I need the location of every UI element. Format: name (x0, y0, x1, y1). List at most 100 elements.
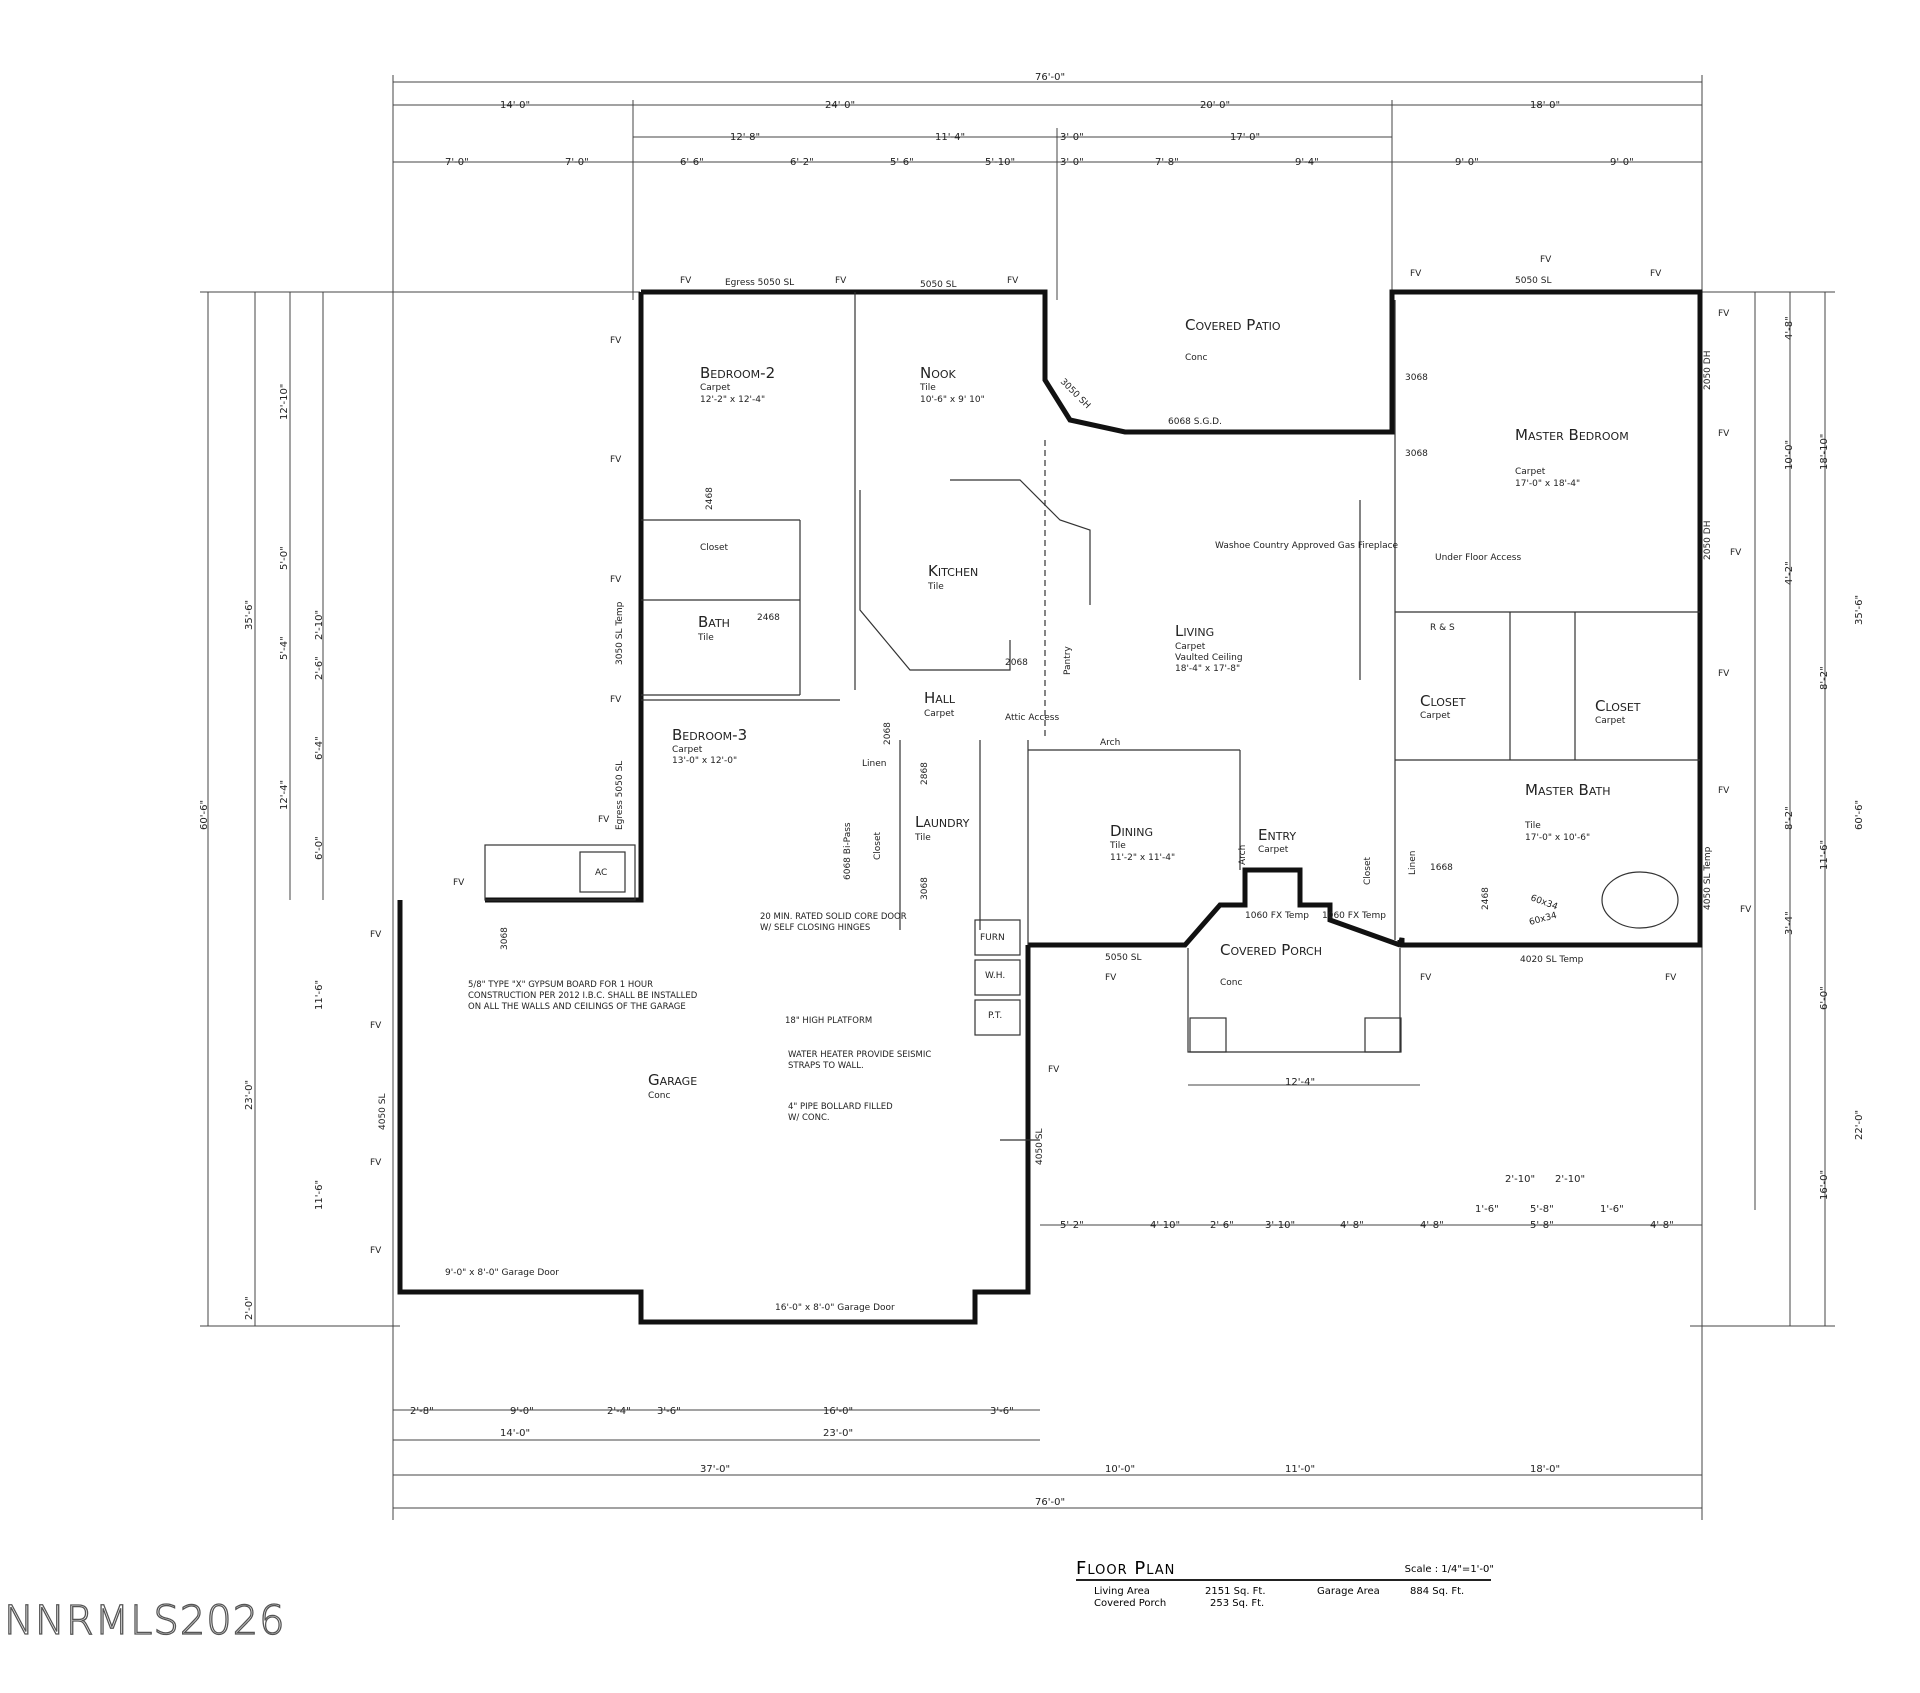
dim-text: 37'-0" (700, 1464, 730, 1475)
window-4050-right: 4050 SL (1035, 1129, 1045, 1166)
fv-label: FV (1650, 269, 1662, 279)
room-garage: Garage Conc (648, 1071, 697, 1101)
svg-text:Carpet: Carpet (672, 745, 703, 755)
fv-label: FV (1665, 973, 1677, 983)
svg-text:13'-0" x 12'-0": 13'-0" x 12'-0" (672, 756, 737, 766)
fv-label: FV (598, 815, 610, 825)
window-2050-dh-2: 2050 DH (1703, 521, 1713, 560)
room-covered-patio: Covered Patio Conc (1185, 316, 1281, 363)
dim-text: 6'-2" (790, 157, 814, 168)
dim-text: 16'-0" (823, 1406, 853, 1417)
dim-text: 2'-10" (314, 610, 325, 640)
svg-text:Tile: Tile (919, 383, 936, 393)
dim-text: 11'-4" (935, 132, 965, 143)
dim-text: 7'-8" (1155, 157, 1179, 168)
svg-text:Bath: Bath (698, 613, 730, 631)
dimension-text: 76'-0" 14'-0" 24'-0" 20'-0" 18'-0" 12'-8… (199, 72, 1865, 1508)
svg-text:12'-2" x 12'-4": 12'-2" x 12'-4" (700, 395, 765, 405)
svg-text:Tile: Tile (927, 582, 944, 592)
note-fire-door: 20 Min. Rated Solid Core Door w/ Self Cl… (760, 912, 907, 933)
fv-label: FV (1718, 669, 1730, 679)
svg-text:Carpet: Carpet (1175, 642, 1206, 652)
bipass-door-label: 6068 Bi-Pass (843, 822, 853, 880)
window-5050-nook: 5050 SL (920, 280, 957, 290)
rod-shelf-label: R & S (1430, 623, 1455, 633)
shower-label: 60x34 (1529, 893, 1559, 912)
dim-text: 18'-10" (1819, 434, 1830, 470)
fv-label: FV (1420, 973, 1432, 983)
garage-door-large: 16'-0" x 8'-0" Garage Door (775, 1303, 895, 1313)
dim-text: 9'-0" (510, 1406, 534, 1417)
dim-text: 5'-6" (890, 157, 914, 168)
svg-text:11'-2" x 11'-4": 11'-2" x 11'-4" (1110, 853, 1175, 863)
fv-label: FV (1740, 905, 1752, 915)
fv-label: FV (370, 1021, 382, 1031)
door-3068-master-2: 3068 (1405, 449, 1428, 459)
fv-label: FV (835, 276, 847, 286)
dim-text: 4'-2" (1784, 561, 1795, 585)
dim-text: 35'-6" (1854, 595, 1865, 625)
dim-text: 9'-0" (1455, 157, 1479, 168)
fixture-labels: Closet R & S Linen Linen Pantry Closet C… (370, 255, 1752, 1313)
dim-text: 2'-8" (410, 1406, 434, 1417)
dim-text: 60'-6" (199, 800, 210, 830)
dim-text: 3'-0" (1060, 132, 1084, 143)
garage-area-value: 884 Sq. Ft. (1410, 1586, 1465, 1597)
room-bath: Bath Tile (697, 613, 730, 643)
note-platform: 18" High Platform (785, 1016, 872, 1026)
furnace-label: FURN (980, 933, 1005, 943)
door-1668-linen: 1668 (1430, 863, 1453, 873)
dim-text: 2'-0" (244, 1296, 255, 1320)
svg-text:Conc: Conc (648, 1091, 670, 1101)
svg-text:Dining: Dining (1110, 822, 1153, 840)
dim-text: 1'-6" (1600, 1204, 1624, 1215)
dim-text: 18'-0" (1530, 1464, 1560, 1475)
svg-text:Garage: Garage (648, 1071, 697, 1089)
svg-text:Conc: Conc (1185, 353, 1207, 363)
garage-door-small: 9'-0" x 8'-0" Garage Door (445, 1268, 559, 1278)
dim-text: 1'-6" (1475, 1204, 1499, 1215)
dim-text: 5'-4" (279, 636, 290, 660)
svg-text:Master Bath: Master Bath (1525, 781, 1610, 799)
attic-access-label: Attic Access (1005, 713, 1059, 723)
svg-text:Closet: Closet (1420, 692, 1466, 710)
title-block: Floor Plan Scale : 1/4"=1'-0" Living Are… (1070, 1558, 1500, 1618)
svg-text:Entry: Entry (1258, 826, 1296, 844)
note-fire-door-text: 20 Min. Rated Solid Core Door w/ Self Cl… (760, 912, 907, 933)
dimension-lines (200, 75, 1835, 1520)
living-area-label: Living Area (1094, 1586, 1150, 1597)
dim-text: 4'-8" (1340, 1220, 1364, 1231)
fv-label: FV (1718, 429, 1730, 439)
pantry-label: Pantry (1063, 646, 1073, 675)
window-4050-temp: 4050 SL Temp (1703, 846, 1713, 910)
door-2468-master-bath: 2468 (1481, 887, 1491, 910)
dim-text: 3'-10" (1265, 1220, 1295, 1231)
overall-width-bottom: 76'-0" (1035, 1497, 1065, 1508)
fv-label: FV (610, 455, 622, 465)
room-bedroom-3: Bedroom-3 Carpet 13'-0" x 12'-0" (672, 726, 747, 766)
fv-label: FV (1540, 255, 1552, 265)
dim-text: 5'-2" (1060, 1220, 1084, 1231)
room-laundry: Laundry Tile (914, 813, 970, 843)
dim-text: 6'-6" (680, 157, 704, 168)
window-4050-left: 4050 SL (378, 1094, 388, 1131)
fv-label: FV (370, 1246, 382, 1256)
egress-window-left: Egress 5050 SL (615, 761, 625, 830)
room-master-bath: Master Bath Tile 17'-0" x 10'-6" (1524, 781, 1610, 843)
fv-label: FV (680, 276, 692, 286)
svg-text:10'-6" x 9' 10": 10'-6" x 9' 10" (920, 395, 985, 405)
under-floor-access-label: Under Floor Access (1435, 553, 1521, 563)
room-labels: Bedroom-2 Carpet 12'-2" x 12'-4" Nook Ti… (648, 316, 1641, 1101)
closet-small-label: Closet (1363, 856, 1373, 885)
p-trap-label: P.T. (988, 1011, 1002, 1021)
svg-text:Covered Porch: Covered Porch (1220, 941, 1322, 959)
door-3068-master: 3068 (1405, 373, 1428, 383)
dim-text: 11'-6" (314, 1180, 325, 1210)
svg-text:Hall: Hall (924, 689, 956, 707)
dim-text: 23'-0" (244, 1080, 255, 1110)
room-nook: Nook Tile 10'-6" x 9' 10" (919, 364, 985, 405)
room-covered-porch: Covered Porch Conc (1220, 941, 1322, 988)
porch-area-value: 253 Sq. Ft. (1210, 1598, 1265, 1609)
dim-text: 12'-4" (279, 780, 290, 810)
svg-text:Kitchen: Kitchen (928, 562, 978, 580)
